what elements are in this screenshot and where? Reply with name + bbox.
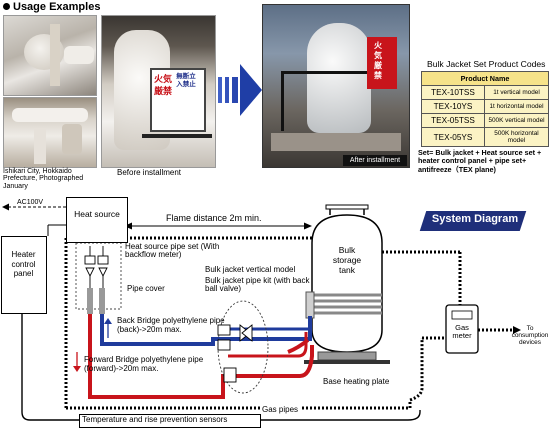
- photo1-caption: Ishikari City, Hokkaido Prefecture, Phot…: [3, 168, 84, 190]
- photo-frozen-pipes: [3, 97, 97, 168]
- photo-before-installment: 火気厳禁 無断立入禁止: [101, 15, 216, 168]
- photo3-caption: After installment: [343, 155, 407, 166]
- heat-source-label: Heat source: [74, 209, 120, 219]
- sign-fire-prohibited: 火気厳禁: [154, 73, 172, 123]
- forward-pipe-label: Forward Bridge polyethylene pipe (forwar…: [84, 355, 204, 374]
- photo-frozen-valve: [3, 15, 97, 96]
- arrow-right-icon: [218, 64, 262, 116]
- heater-control-panel-box: [1, 236, 47, 314]
- sign-fire-prohibited-2: 火気厳禁: [374, 41, 382, 80]
- ac-label: AC100V: [17, 199, 44, 206]
- gas-meter-label: Gas meter: [452, 323, 472, 340]
- bulk-tank-label: Bulk storage tank: [332, 245, 362, 275]
- jacket-pipe-kit-label: Bulk jacket pipe kit (with back ball val…: [205, 276, 310, 294]
- heater-control-panel-label: Heater control panel: [11, 250, 36, 279]
- sensors-label: Temperature and rise prevention sensors: [82, 415, 228, 424]
- photo-after-installment: 火気厳禁 After installment: [262, 4, 410, 168]
- gas-pipes-label: Gas pipes: [260, 405, 301, 415]
- pipe-cover-label: Pipe cover: [127, 284, 165, 293]
- product-set-note: Set= Bulk jacket + Heat source set + hea…: [418, 148, 542, 174]
- bullet-icon: [3, 3, 10, 10]
- heat-source-box: [66, 197, 128, 243]
- back-pipe-label: Back Bridge polyethylene pipe (back)->20…: [117, 316, 225, 335]
- system-diagram-title: System Diagram: [431, 213, 519, 225]
- photo2-caption: Before installment: [117, 168, 182, 177]
- flame-distance-label: Flame distance 2m min.: [166, 213, 262, 223]
- usage-title: Usage Examples: [3, 1, 100, 14]
- consumption-label: To consumption devices: [511, 325, 549, 346]
- table-header: Product Name: [421, 71, 549, 86]
- product-codes-title: Bulk Jacket Set Product Codes: [427, 59, 546, 69]
- sign-no-entry: 無断立入禁止: [176, 73, 196, 123]
- jacket-vertical-label: Bulk jacket vertical model: [205, 265, 296, 274]
- base-plate-label: Base heating plate: [323, 377, 390, 386]
- heat-pipe-set-label: Heat source pipe set (With backflow mete…: [125, 242, 220, 260]
